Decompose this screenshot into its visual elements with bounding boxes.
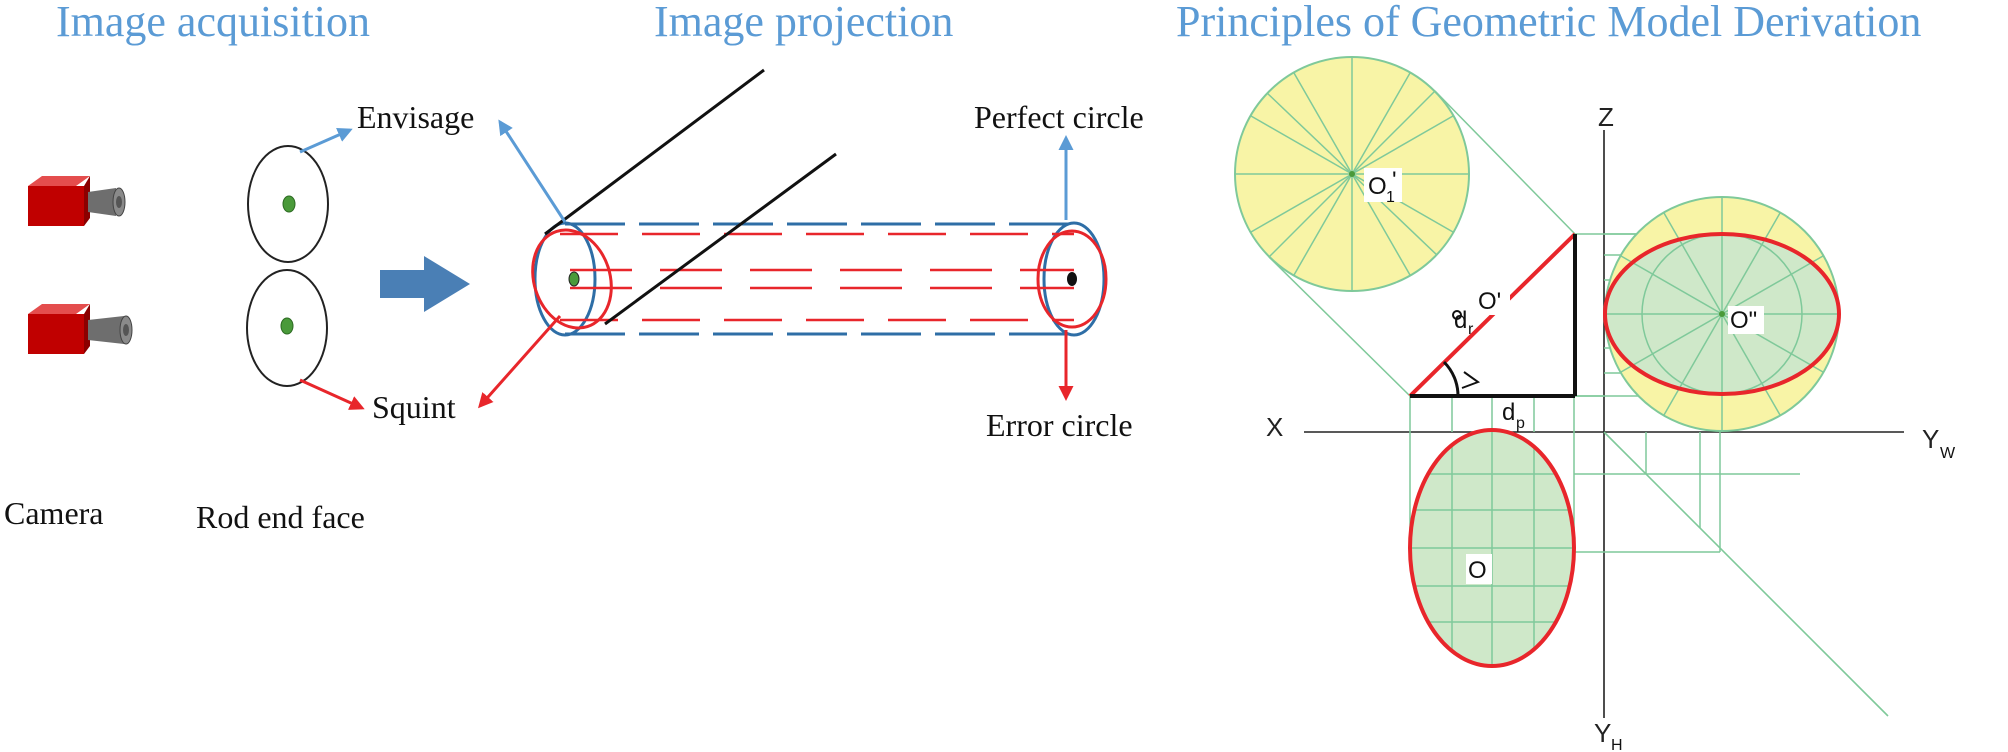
projection-envisage-arrow	[498, 119, 567, 223]
flow-arrow	[380, 256, 470, 312]
label-error-circle: Error circle	[986, 407, 1133, 443]
geometric-model	[1234, 56, 1904, 718]
squint-arrow	[299, 378, 365, 410]
axis-label-z: Z	[1598, 102, 1614, 132]
label-o1-prime: '	[1392, 167, 1397, 194]
label-bg-o	[1466, 554, 1492, 584]
rod-end-face-bottom	[246, 269, 328, 387]
label-o-double: O"	[1730, 307, 1757, 334]
axis-label-yw-sub: W	[1940, 445, 1956, 462]
projection-squint-arrow	[478, 315, 562, 409]
label-rod-end-face: Rod end face	[196, 499, 365, 535]
label-o-prime: O'	[1478, 288, 1501, 315]
label-dr: d	[1454, 307, 1467, 334]
label-bg-o-double	[1728, 306, 1764, 334]
axis-label-x: X	[1266, 412, 1283, 442]
axis-label-yh-sub: H	[1611, 737, 1623, 752]
axis-label-yw: Y	[1922, 424, 1939, 454]
cylinder-projection	[531, 68, 1108, 337]
label-o1-sub: 1	[1386, 189, 1395, 206]
rod-end-face-top	[247, 145, 329, 263]
label-bg-o-prime	[1476, 287, 1510, 315]
title-geometric-model: Principles of Geometric Model Derivation	[1176, 0, 1921, 46]
axis-label-yh: Y	[1594, 718, 1611, 748]
title-image-acquisition: Image acquisition	[56, 0, 370, 46]
label-dp: d	[1502, 399, 1515, 426]
label-envisage: Envisage	[357, 99, 474, 135]
label-dr-sub: r	[1468, 321, 1474, 338]
label-squint: Squint	[372, 389, 456, 425]
label-o1: O	[1368, 173, 1387, 200]
camera-top-icon	[28, 176, 126, 226]
label-o: O	[1468, 557, 1487, 584]
envisage-arrow	[299, 127, 353, 154]
label-bg-o1	[1364, 168, 1402, 202]
label-dp-sub: p	[1516, 415, 1525, 432]
title-image-projection: Image projection	[654, 0, 953, 46]
label-perfect-circle: Perfect circle	[974, 99, 1144, 135]
label-camera: Camera	[4, 495, 104, 531]
camera-bottom-icon	[28, 304, 133, 354]
